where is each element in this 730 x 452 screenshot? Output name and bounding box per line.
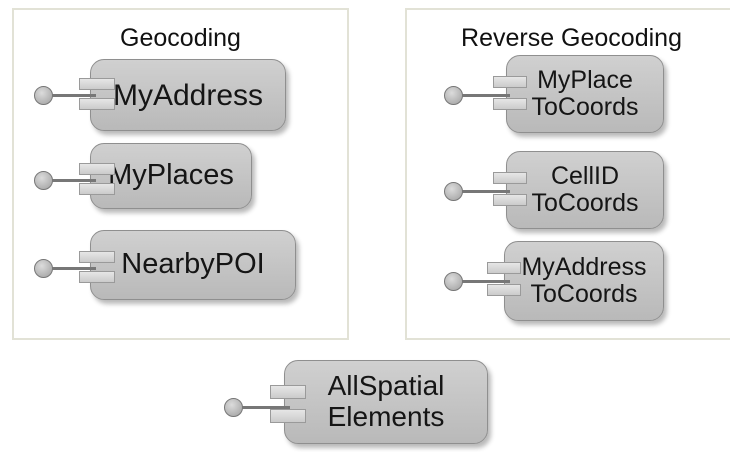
allspatial-elements-port-bottom — [270, 409, 306, 423]
myaddress-port-bottom — [79, 98, 115, 110]
allspatial-elements-interface-ball — [224, 398, 243, 417]
allspatial-elements-component[interactable]: AllSpatial Elements — [222, 357, 494, 449]
myaddress-label: MyAddress — [112, 78, 264, 112]
nearbypoi-interface-ball — [34, 259, 53, 278]
nearbypoi-component-body: NearbyPOI — [90, 230, 296, 300]
myaddress-tocoords-interface-ball — [444, 272, 463, 291]
myplace-tocoords-label-line1: MyPlace — [537, 65, 633, 94]
myplaces-port-bottom — [79, 183, 115, 195]
myplace-tocoords-connector-stem — [460, 94, 510, 97]
myplace-tocoords-component-body: MyPlace ToCoords — [506, 55, 664, 133]
geocoding-group-title: Geocoding — [120, 24, 241, 52]
nearbypoi-port-bottom — [79, 271, 115, 283]
cellid-tocoords-port-bottom — [493, 194, 527, 206]
myplace-tocoords-interface-ball — [444, 86, 463, 105]
cellid-tocoords-label-line1: CellID — [550, 161, 620, 190]
nearbypoi-label: NearbyPOI — [121, 248, 265, 281]
cellid-tocoords-connector-stem — [460, 190, 510, 193]
myaddress-tocoords-port-top — [487, 262, 521, 274]
nearbypoi-port-top — [79, 251, 115, 263]
myplace-tocoords-component[interactable]: MyPlace ToCoords — [442, 52, 672, 136]
myplace-tocoords-label-line2: ToCoords — [531, 93, 639, 121]
myplace-tocoords-port-top — [493, 76, 527, 88]
allspatial-elements-port-top — [270, 385, 306, 399]
cellid-tocoords-component[interactable]: CellID ToCoords — [442, 148, 672, 232]
myaddress-tocoords-label-line1: MyAddress — [521, 252, 647, 281]
myplaces-connector-stem — [50, 179, 96, 182]
myaddress-interface-ball — [34, 86, 53, 105]
myplaces-label: MyPlaces — [108, 159, 234, 192]
allspatial-elements-label-line2: Elements — [327, 401, 445, 432]
allspatial-elements-connector-stem — [240, 406, 290, 409]
myaddress-tocoords-component[interactable]: MyAddress ToCoords — [442, 238, 672, 324]
myplaces-port-top — [79, 163, 115, 175]
nearbypoi-connector-stem — [50, 267, 96, 270]
cellid-tocoords-port-top — [493, 172, 527, 184]
myaddress-tocoords-label-line2: ToCoords — [530, 280, 638, 308]
myaddress-connector-stem — [50, 94, 96, 97]
myplaces-interface-ball — [34, 171, 53, 190]
myaddress-tocoords-port-bottom — [487, 284, 521, 296]
myaddress-component-body: MyAddress — [90, 59, 286, 131]
myplaces-component[interactable]: MyPlaces — [32, 141, 262, 221]
myaddress-tocoords-connector-stem — [460, 280, 510, 283]
cellid-tocoords-component-body: CellID ToCoords — [506, 151, 664, 229]
myaddress-port-top — [79, 78, 115, 90]
myplace-tocoords-port-bottom — [493, 98, 527, 110]
allspatial-elements-label-line1: AllSpatial — [327, 370, 445, 402]
allspatial-elements-component-body: AllSpatial Elements — [284, 360, 488, 444]
nearbypoi-component[interactable]: NearbyPOI — [32, 227, 302, 307]
reverse-geocoding-group-title: Reverse Geocoding — [461, 24, 682, 52]
myaddress-component[interactable]: MyAddress — [32, 57, 292, 137]
cellid-tocoords-label-line2: ToCoords — [531, 189, 639, 217]
myplaces-component-body: MyPlaces — [90, 143, 252, 209]
myaddress-tocoords-component-body: MyAddress ToCoords — [504, 241, 664, 321]
cellid-tocoords-interface-ball — [444, 182, 463, 201]
